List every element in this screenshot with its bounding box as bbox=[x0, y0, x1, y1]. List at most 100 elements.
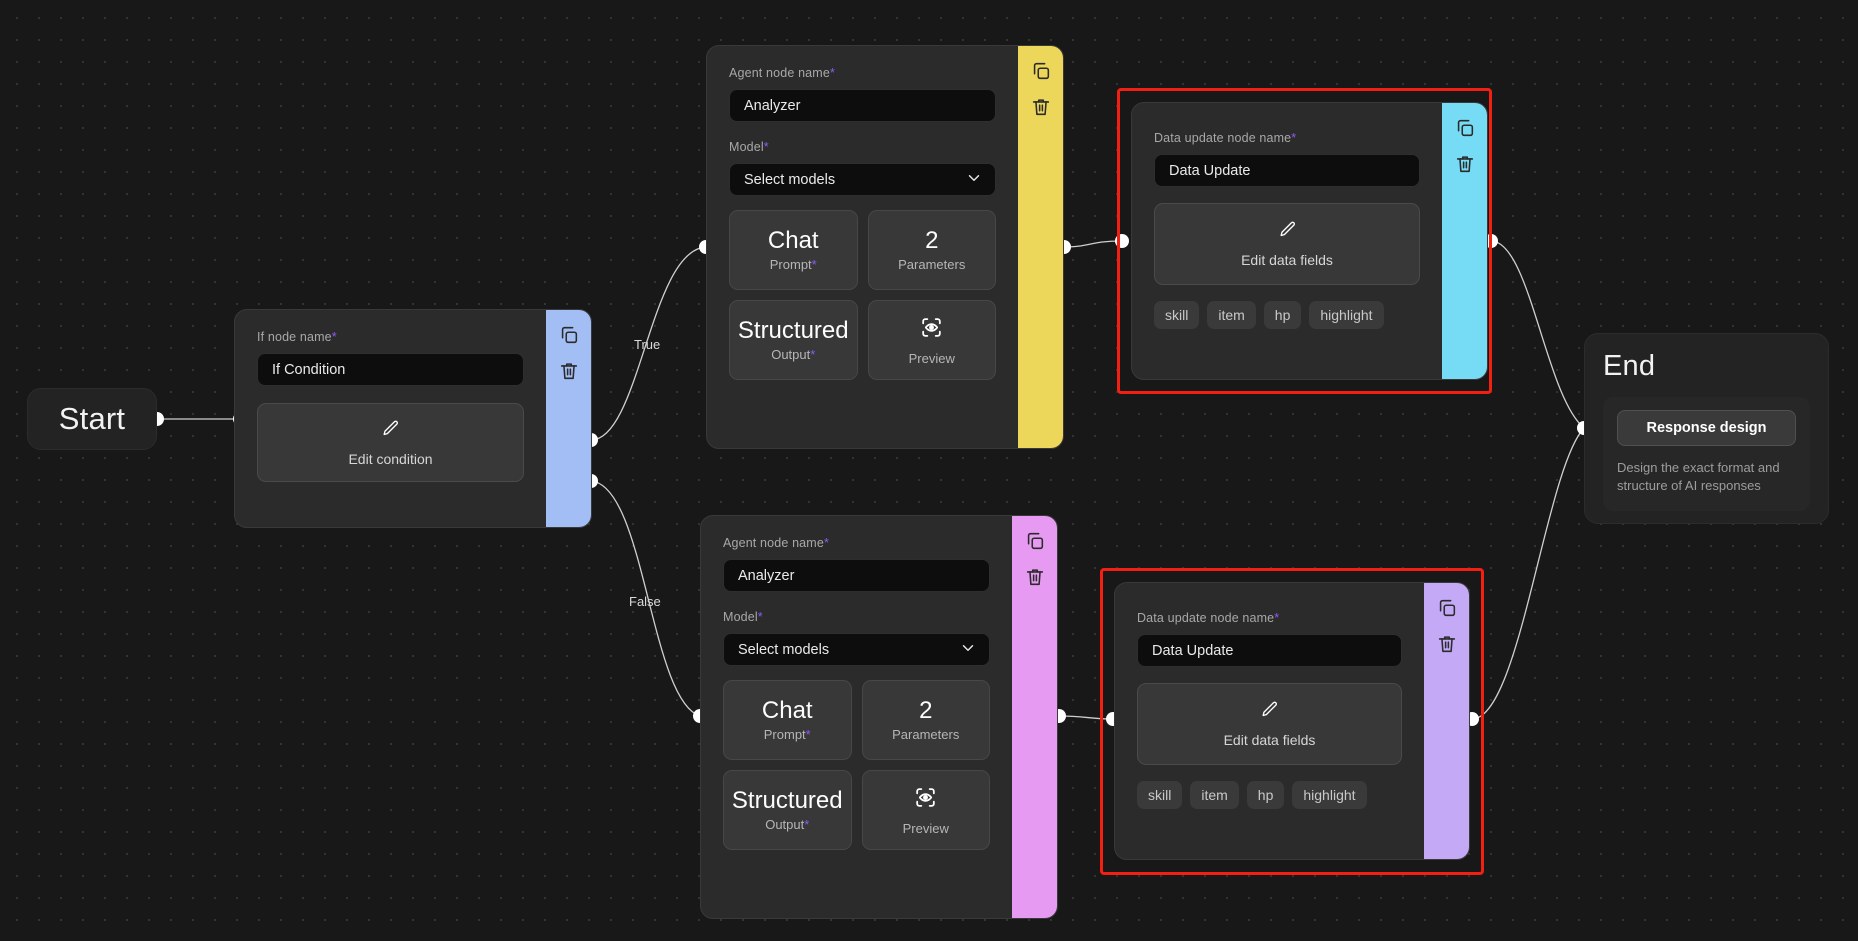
pencil-icon bbox=[1260, 700, 1279, 724]
edit-data-fields-button[interactable]: Edit data fields bbox=[1137, 683, 1402, 765]
pencil-icon bbox=[381, 419, 400, 443]
required-marker: * bbox=[757, 610, 763, 624]
data-update-top-name-value: Data Update bbox=[1169, 162, 1251, 179]
parameters-count: 2 bbox=[925, 226, 939, 254]
preview-button[interactable]: Preview bbox=[867, 300, 996, 380]
if-node-name-input[interactable]: If Condition bbox=[257, 353, 524, 386]
agent-top-name-input[interactable]: Analyzer bbox=[729, 89, 996, 122]
agent-top-model-label: Model* bbox=[729, 140, 996, 154]
copy-icon[interactable] bbox=[1024, 530, 1046, 552]
output-button[interactable]: Structured Output* bbox=[729, 300, 858, 380]
agent-node-top[interactable]: Agent node name* Analyzer Model* Select … bbox=[706, 45, 1064, 449]
required-marker: * bbox=[810, 347, 816, 363]
agent-top-name-label: Agent node name* bbox=[729, 66, 996, 80]
trash-icon[interactable] bbox=[558, 360, 580, 382]
agent-top-model-select[interactable]: Select models bbox=[729, 163, 996, 196]
output-button-main: Structured bbox=[737, 316, 849, 344]
trash-icon[interactable] bbox=[1030, 96, 1052, 118]
agent-bottom-name-input[interactable]: Analyzer bbox=[723, 559, 990, 592]
required-marker: * bbox=[804, 817, 810, 833]
edit-data-fields-button[interactable]: Edit data fields bbox=[1154, 203, 1420, 285]
data-update-bottom-name-input[interactable]: Data Update bbox=[1137, 634, 1402, 667]
data-update-bottom-name-label: Data update node name* bbox=[1137, 611, 1402, 625]
trash-icon[interactable] bbox=[1436, 633, 1458, 655]
data-update-top-rail bbox=[1442, 103, 1487, 379]
tag-hp[interactable]: hp bbox=[1263, 301, 1302, 329]
data-update-node-top[interactable]: Data update node name* Data Update Edit … bbox=[1131, 102, 1488, 380]
data-update-top-name-label-text: Data update node name bbox=[1154, 131, 1292, 145]
data-update-bottom-name-value: Data Update bbox=[1152, 642, 1234, 659]
edit-condition-button[interactable]: Edit condition bbox=[257, 403, 524, 482]
tag-item[interactable]: item bbox=[1207, 301, 1256, 329]
agent-bottom-name-value: Analyzer bbox=[738, 567, 795, 584]
required-marker: * bbox=[823, 536, 829, 550]
response-design-panel: Response design Design the exact format … bbox=[1603, 397, 1810, 511]
agent-top-name-label-text: Agent node name bbox=[729, 66, 830, 80]
edit-data-fields-label: Edit data fields bbox=[1223, 732, 1316, 748]
output-button-main: Structured bbox=[731, 786, 843, 814]
data-update-bottom-name-label-text: Data update node name bbox=[1137, 611, 1275, 625]
end-node[interactable]: End Response design Design the exact for… bbox=[1584, 333, 1829, 524]
parameters-button[interactable]: 2 Parameters bbox=[861, 680, 990, 760]
prompt-button-sub-text: Prompt bbox=[763, 727, 806, 743]
required-marker: * bbox=[829, 66, 835, 80]
end-node-title: End bbox=[1603, 350, 1656, 382]
output-button[interactable]: Structured Output* bbox=[723, 770, 852, 850]
agent-top-model-label-text: Model bbox=[729, 140, 764, 154]
if-node-name-label: If node name* bbox=[257, 330, 524, 344]
data-update-top-name-input[interactable]: Data Update bbox=[1154, 154, 1420, 187]
output-button-sub-text: Output bbox=[765, 817, 805, 833]
prompt-button-sub: Prompt* bbox=[764, 727, 811, 742]
eye-scan-icon bbox=[919, 315, 944, 345]
start-node-title: Start bbox=[58, 401, 126, 436]
agent-bottom-name-label: Agent node name* bbox=[723, 536, 990, 550]
data-update-bottom-tags: skill item hp highlight bbox=[1137, 781, 1402, 809]
trash-icon[interactable] bbox=[1454, 153, 1476, 175]
output-button-sub-text: Output bbox=[771, 347, 811, 363]
required-marker: * bbox=[1291, 131, 1297, 145]
agent-top-model-value: Select models bbox=[744, 171, 836, 188]
response-design-button[interactable]: Response design bbox=[1617, 410, 1796, 446]
if-node[interactable]: If node name* If Condition Edit conditio… bbox=[234, 309, 592, 528]
agent-top-button-grid: Chat Prompt* 2 Parameters Structured Out… bbox=[729, 210, 996, 380]
tag-skill[interactable]: skill bbox=[1154, 301, 1200, 329]
edit-data-fields-label: Edit data fields bbox=[1241, 252, 1333, 268]
start-node[interactable]: Start bbox=[27, 388, 157, 450]
tag-highlight[interactable]: highlight bbox=[1292, 781, 1367, 809]
if-node-name-label-text: If node name bbox=[257, 330, 332, 344]
chevron-down-icon bbox=[959, 639, 977, 661]
agent-top-name-value: Analyzer bbox=[744, 97, 801, 114]
output-button-sub: Output* bbox=[765, 817, 809, 832]
agent-top-rail bbox=[1018, 46, 1063, 448]
if-node-name-value: If Condition bbox=[272, 361, 346, 378]
tag-highlight[interactable]: highlight bbox=[1309, 301, 1384, 329]
copy-icon[interactable] bbox=[1454, 117, 1476, 139]
parameters-count: 2 bbox=[919, 696, 933, 724]
copy-icon[interactable] bbox=[1030, 60, 1052, 82]
tag-item[interactable]: item bbox=[1190, 781, 1239, 809]
data-update-top-name-label: Data update node name* bbox=[1154, 131, 1420, 145]
agent-bottom-model-select[interactable]: Select models bbox=[723, 633, 990, 666]
prompt-button[interactable]: Chat Prompt* bbox=[723, 680, 852, 760]
trash-icon[interactable] bbox=[1024, 566, 1046, 588]
parameters-label: Parameters bbox=[898, 257, 966, 273]
copy-icon[interactable] bbox=[558, 324, 580, 346]
preview-button[interactable]: Preview bbox=[861, 770, 990, 850]
edit-condition-label: Edit condition bbox=[348, 450, 433, 467]
data-update-node-bottom[interactable]: Data update node name* Data Update Edit … bbox=[1114, 582, 1470, 860]
data-update-bottom-rail bbox=[1424, 583, 1469, 859]
pencil-icon bbox=[1278, 220, 1297, 244]
agent-bottom-model-label-text: Model bbox=[723, 610, 758, 624]
tag-hp[interactable]: hp bbox=[1246, 781, 1285, 809]
prompt-button[interactable]: Chat Prompt* bbox=[729, 210, 858, 290]
agent-bottom-model-value: Select models bbox=[738, 641, 830, 658]
tag-skill[interactable]: skill bbox=[1137, 781, 1183, 809]
parameters-button[interactable]: 2 Parameters bbox=[867, 210, 996, 290]
required-marker: * bbox=[811, 257, 817, 273]
data-update-top-tags: skill item hp highlight bbox=[1154, 301, 1420, 329]
agent-node-bottom[interactable]: Agent node name* Analyzer Model* Select … bbox=[700, 515, 1058, 919]
copy-icon[interactable] bbox=[1436, 597, 1458, 619]
preview-button-label: Preview bbox=[908, 350, 955, 366]
output-button-sub: Output* bbox=[771, 347, 815, 362]
